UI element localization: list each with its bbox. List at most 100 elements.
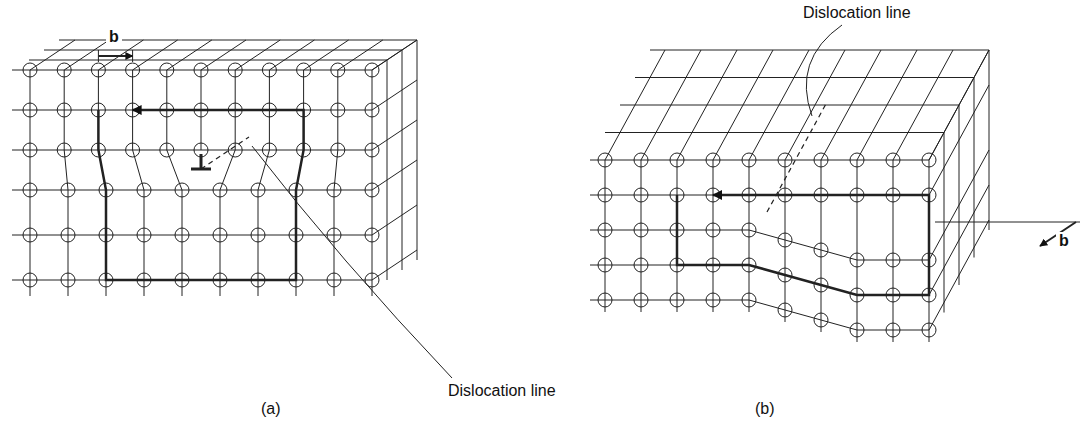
lattice-line [749,160,750,312]
lattice-line [417,40,418,260]
lattice-line [220,150,235,190]
dislocation-symbol [200,154,203,169]
lattice-line [338,40,383,70]
atom-circle [365,228,379,242]
atom-circle [886,253,900,267]
burgers-vector [98,55,132,57]
lattice-line [641,160,642,312]
lattice-line [402,50,403,270]
dislocation-line [201,137,249,169]
lattice-line [334,190,335,296]
atom-circle [365,143,379,157]
atom-circle [778,153,792,167]
atom-circle [850,253,864,267]
leader-line [806,25,842,116]
lattice-line [30,70,31,150]
lattice-line [133,40,178,70]
atom-circle [331,63,345,77]
atom-circle [160,143,174,157]
atom-circle [137,228,151,242]
burgers-circuit [677,195,929,295]
atom-circle [297,63,311,77]
burgers-vector-label: b [106,28,122,46]
atom-circle [331,103,345,117]
lattice-line [605,160,606,312]
atom-circle [213,228,227,242]
lattice-line [372,120,417,150]
lattice-line [857,50,917,160]
atom-circle [327,183,341,197]
lattice-line [974,78,975,258]
lattice-line [713,160,714,312]
lattice-line [713,50,773,160]
lattice-line [30,40,75,70]
atom-circle [850,153,864,167]
atom-circle [814,243,828,257]
atom-circle [137,183,151,197]
atom-circle [670,293,684,307]
atom-circle [175,183,189,197]
atom-circle [742,153,756,167]
atom-circle [61,228,75,242]
lattice-line [64,70,65,150]
atom-circle [365,183,379,197]
lattice-line [12,70,372,71]
lattice-line [337,70,338,150]
lattice-line [605,50,665,160]
atom-circle [331,143,345,157]
atom-circle [126,143,140,157]
lattice-line [269,40,314,70]
lattice-line [133,150,144,190]
atom-circle [23,63,37,77]
atom-circle [23,273,37,287]
lattice-line [893,160,894,342]
atom-circle [886,323,900,337]
edge-dislocation-lattice [12,40,452,378]
atom-circle [670,153,684,167]
atom-circle [706,153,720,167]
lattice-line [372,80,417,110]
lattice-line [785,160,786,322]
lattice-line [30,190,31,296]
lattice-line [12,235,372,236]
lattice-line [372,150,373,190]
atom-circle [126,63,140,77]
lattice-line [29,60,387,61]
atom-circle [23,228,37,242]
atom-circle [251,183,265,197]
atom-circle [634,223,648,237]
lattice-line [12,190,372,191]
dislocation-line-label: Dislocation line [445,382,559,400]
lattice-line [372,70,373,150]
atom-circle [327,228,341,242]
lattice-line [959,105,960,285]
lattice-line [857,160,858,342]
atom-circle [598,153,612,167]
atom-circle [598,188,612,202]
lattice-line [12,150,372,151]
lattice-line [372,160,417,190]
lattice-line [749,50,809,160]
atom-circle [922,153,936,167]
atom-circle [228,143,242,157]
atom-circle [886,153,900,167]
atom-circle [57,103,71,117]
lattice-line [167,40,212,70]
atom-circle [262,143,276,157]
lattice-line [167,150,182,190]
atom-circle [814,153,828,167]
atom-circle [850,323,864,337]
burgers-vector-label: b [1056,232,1072,250]
atom-circle [742,293,756,307]
atom-circle [327,273,341,287]
lattice-line [68,190,69,296]
lattice-line [821,160,822,332]
atom-circle [742,223,756,237]
atom-circle [634,258,648,272]
atom-circle [194,63,208,77]
dislocation-line-label: Dislocation line [800,4,914,22]
atom-circle [634,153,648,167]
lattice-line [372,205,417,235]
